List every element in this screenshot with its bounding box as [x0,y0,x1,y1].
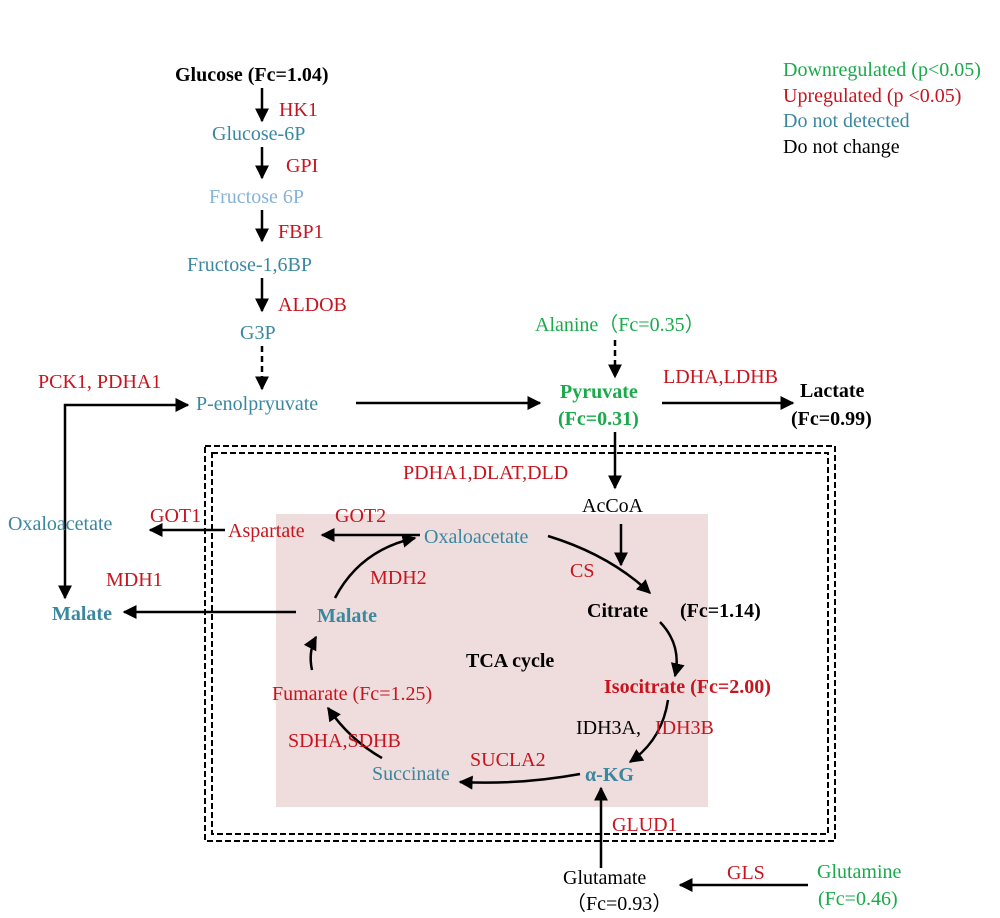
akg-label: α-KG [585,764,634,786]
alanine-label: Alanine（Fc=0.35） [535,313,705,336]
glutamine-label: Glutamine [817,861,902,883]
tca-title: TCA cycle [466,650,554,672]
glucose-label: Glucose (Fc=1.04) [175,64,329,86]
glutamate-fc-label: （Fc=0.93） [566,892,672,915]
arc-succinate-fumarate [326,706,383,760]
lactate-label: Lactate [800,380,865,402]
arrow-gluconeogenesis-pep [63,398,190,528]
glutamine-fc-label: (Fc=0.46) [818,888,898,910]
tca-oxaloacetate-label: Oxaloacetate [424,526,528,548]
glutamate-label: Glutamate [563,867,646,889]
fbp1-label: FBP1 [278,221,324,243]
lactate-fc-label: (Fc=0.99) [791,408,872,430]
malate-out-label: Malate [52,603,112,625]
oxaloacetate-out-label: Oxaloacetate [8,513,112,535]
arc-akg-succinate [458,772,581,790]
pep-label: P-enolpryuvate [196,393,318,415]
legend-upregulated: Upregulated (p <0.05) [783,85,961,107]
arc-fumarate-malate [303,635,318,671]
hk1-label: HK1 [279,99,318,121]
aldob-label: ALDOB [278,294,347,316]
ldh-label: LDHA,LDHB [663,366,778,388]
citrate-label: Citrate [587,600,648,622]
mdh1-label: MDH1 [106,569,163,591]
arc-citrate-isocitrate [659,621,685,678]
fumarate-label: Fumarate (Fc=1.25) [272,683,432,705]
sdh-label: SDHA,SDHB [288,730,401,752]
tca-malate-label: Malate [317,605,377,627]
pdh-complex-label: PDHA1,DLAT,DLD [403,462,568,484]
idh3b-label: IDH3B [655,717,714,739]
legend-no-change: Do not change [783,136,900,158]
arc-isocitrate-akg [628,699,670,764]
legend-downregulated: Downregulated (p<0.05) [783,59,981,81]
succinate-label: Succinate [372,763,450,785]
gls-label: GLS [727,862,765,884]
idh3a-label: IDH3A, [576,717,641,739]
aspartate-label: Aspartate [228,520,305,542]
citrate-fc-label: (Fc=1.14) [680,600,761,622]
glucose6p-label: Glucose-6P [212,123,305,145]
g3p-label: G3P [240,322,276,344]
got1-label: GOT1 [150,505,201,527]
got2-label: GOT2 [335,505,386,527]
glud1-label: GLUD1 [612,814,678,836]
legend-not-detected: Do not detected [783,110,910,132]
sucla2-label: SUCLA2 [470,749,546,771]
fructose6p-label: Fructose 6P [209,186,304,208]
fructose16bp-label: Fructose-1,6BP [187,254,312,276]
arc-malate-oxaloacetate [333,533,417,599]
mdh2-label: MDH2 [370,567,427,589]
gpi-label: GPI [286,155,318,177]
mitochondrion-outer-border [204,445,836,842]
arc-oxaloacetate-citrate [547,534,652,594]
cs-label: CS [570,560,594,582]
isocitrate-label: Isocitrate (Fc=2.00) [604,676,771,698]
pyruvate-fc-label: (Fc=0.31) [558,408,639,430]
pyruvate-label: Pyruvate [560,381,638,403]
pck1-pdha1-label: PCK1, PDHA1 [38,371,161,393]
acetyl-coa-label: AcCoA [582,495,644,517]
mitochondrion-inner-border [211,452,829,835]
